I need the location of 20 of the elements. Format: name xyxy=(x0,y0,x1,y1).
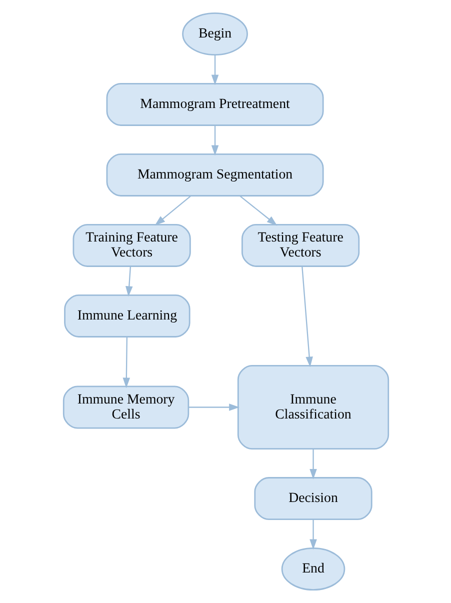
node-box: Immune Classification xyxy=(236,364,389,450)
arrow xyxy=(210,54,218,86)
arrow xyxy=(188,404,239,411)
node-box: Testing Feature Vectors xyxy=(240,224,360,267)
node-box: Mammogram Segmentation xyxy=(106,153,324,196)
arrow xyxy=(309,519,316,550)
arrow xyxy=(154,195,191,226)
arrow xyxy=(210,125,218,156)
node-ellipse: End xyxy=(280,548,345,591)
node-box: Mammogram Pretreatment xyxy=(106,82,324,126)
arrow xyxy=(122,336,130,388)
arrow xyxy=(309,449,316,480)
arrow xyxy=(238,195,277,226)
node-box: Immune Memory Cells xyxy=(62,386,189,429)
arrow xyxy=(301,266,312,368)
node-ellipse: Begin xyxy=(182,12,248,56)
arrow xyxy=(124,266,132,297)
node-box: Training Feature Vectors xyxy=(72,224,190,267)
node-box: Immune Learning xyxy=(64,294,190,338)
node-box: Decision xyxy=(254,477,372,520)
